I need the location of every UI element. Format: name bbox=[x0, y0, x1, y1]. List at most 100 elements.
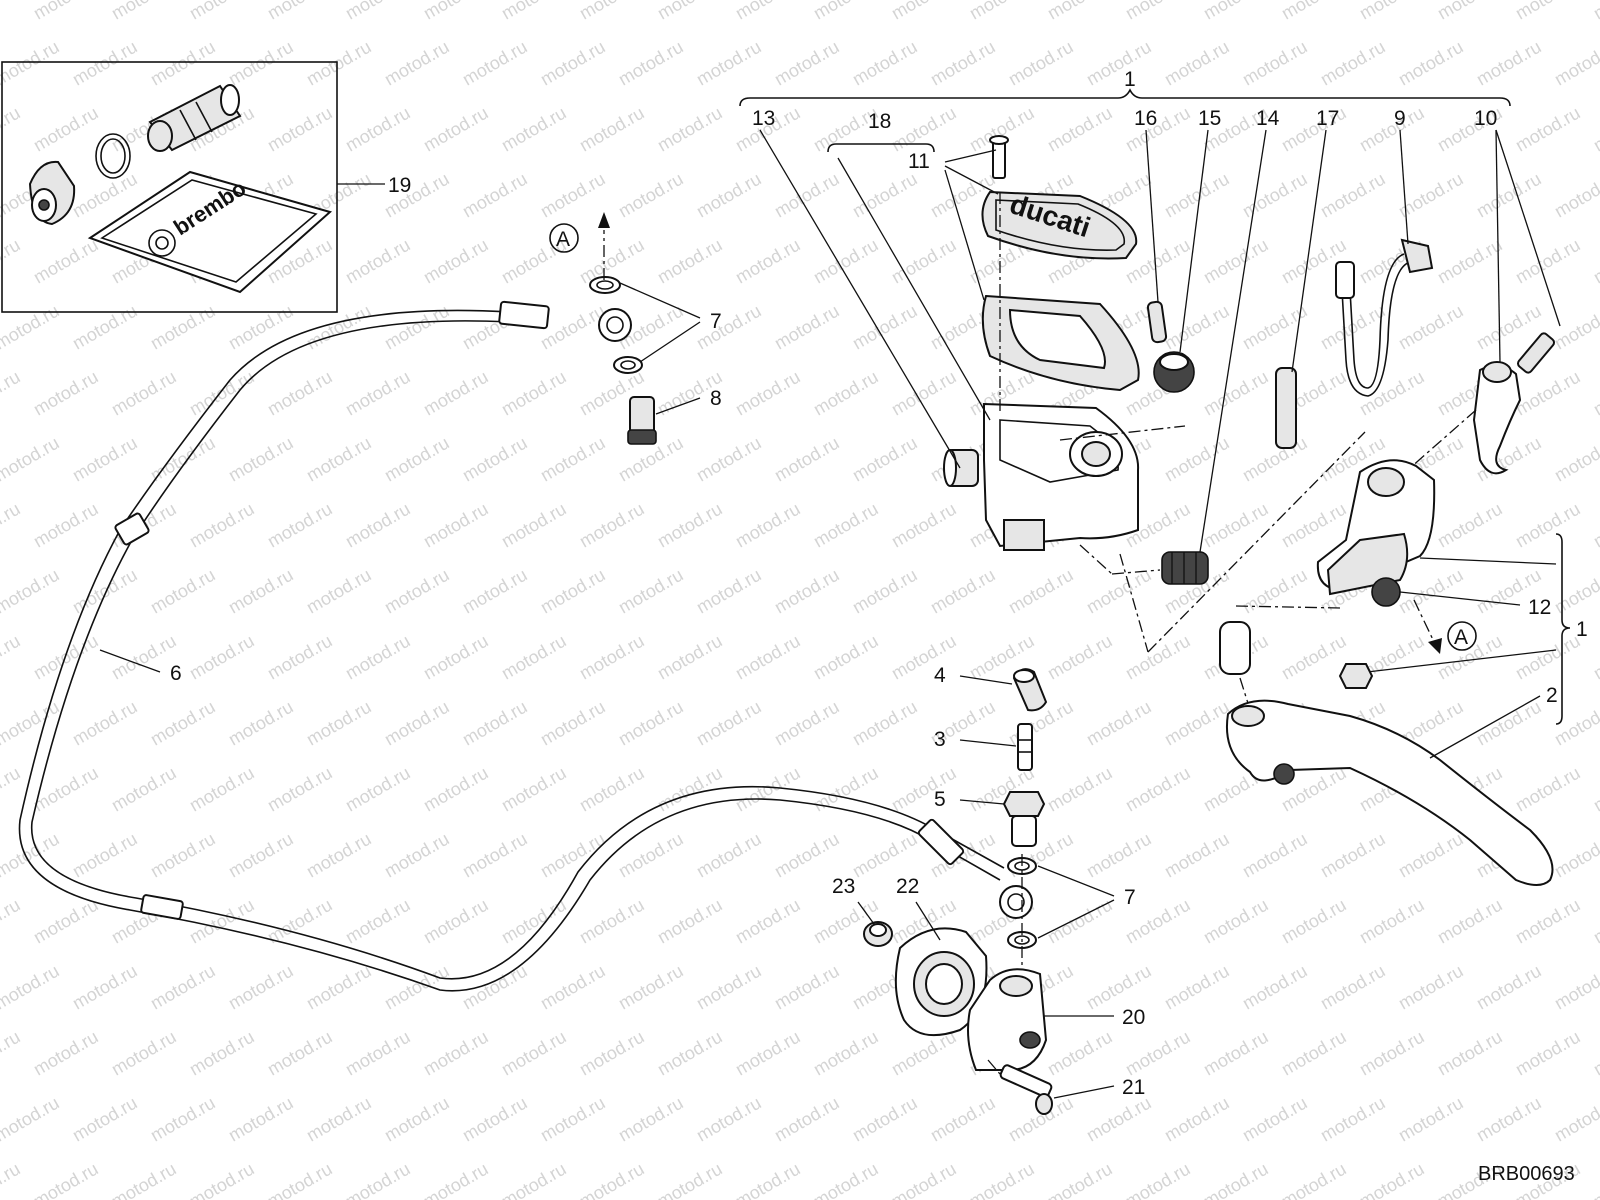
watermark-text: motod.ru bbox=[732, 1027, 804, 1080]
watermark-text: motod.ru bbox=[1200, 235, 1272, 288]
watermark-text: motod.ru bbox=[1356, 895, 1428, 948]
cover-screw-image bbox=[989, 135, 1009, 179]
watermark-text: motod.ru bbox=[147, 37, 219, 90]
watermark-text: motod.ru bbox=[654, 103, 726, 156]
watermark-text: motod.ru bbox=[303, 565, 375, 618]
watermark-text: motod.ru bbox=[264, 895, 336, 948]
watermark-text: motod.ru bbox=[1278, 1159, 1350, 1200]
watermark-text: motod.ru bbox=[69, 565, 141, 618]
watermark-text: motod.ru bbox=[342, 235, 414, 288]
watermark-text: motod.ru bbox=[186, 0, 258, 23]
callout-14: 14 bbox=[1256, 107, 1280, 130]
watermark-text: motod.ru bbox=[1434, 499, 1506, 552]
watermark-text: motod.ru bbox=[0, 565, 63, 618]
watermark-text: motod.ru bbox=[1122, 631, 1194, 684]
watermark-text: motod.ru bbox=[732, 631, 804, 684]
piston-image bbox=[147, 84, 242, 152]
pivot-pin-image bbox=[1275, 367, 1297, 449]
watermark-text: motod.ru bbox=[771, 565, 843, 618]
watermark-text: motod.ru bbox=[1590, 763, 1600, 816]
watermark-text: motod.ru bbox=[693, 829, 765, 882]
union-fitting-image bbox=[1002, 791, 1046, 847]
watermark-text: motod.ru bbox=[732, 895, 804, 948]
watermark-text: motod.ru bbox=[1044, 763, 1116, 816]
watermark-text: motod.ru bbox=[771, 697, 843, 750]
watermark-text: motod.ru bbox=[108, 763, 180, 816]
watermark-text: motod.ru bbox=[303, 433, 375, 486]
watermark-text: motod.ru bbox=[1044, 1027, 1116, 1080]
watermark-text: motod.ru bbox=[615, 565, 687, 618]
clutch-lever-image bbox=[1226, 699, 1554, 886]
watermark-text: motod.ru bbox=[1590, 1027, 1600, 1080]
watermark-text: motod.ru bbox=[186, 1159, 258, 1200]
callout-16: 16 bbox=[1134, 107, 1157, 130]
watermark-text: motod.ru bbox=[1161, 433, 1233, 486]
watermark-text: motod.ru bbox=[576, 0, 648, 23]
pump-body-image bbox=[1316, 459, 1436, 607]
watermark-text: motod.ru bbox=[1512, 367, 1584, 420]
watermark-text: motod.ru bbox=[1278, 1027, 1350, 1080]
watermark-text: motod.ru bbox=[498, 499, 570, 552]
watermark-text: motod.ru bbox=[30, 1027, 102, 1080]
watermark-text: motod.ru bbox=[537, 697, 609, 750]
watermark-text: motod.ru bbox=[537, 169, 609, 222]
watermark-text: motod.ru bbox=[381, 565, 453, 618]
watermark-text: motod.ru bbox=[654, 235, 726, 288]
watermark-text: motod.ru bbox=[576, 1159, 648, 1200]
watermark-text: motod.ru bbox=[264, 367, 336, 420]
watermark-text: motod.ru bbox=[1161, 301, 1233, 354]
watermark-text: motod.ru bbox=[342, 0, 414, 23]
dowel-image bbox=[1146, 300, 1168, 344]
watermark-text: motod.ru bbox=[1512, 0, 1584, 23]
right-upper-group: 17 9 10 bbox=[1275, 107, 1561, 475]
watermark-text: motod.ru bbox=[615, 37, 687, 90]
watermark-text: motod.ru bbox=[1317, 37, 1389, 90]
watermark-text: motod.ru bbox=[810, 235, 882, 288]
piston-cap-image bbox=[28, 160, 76, 226]
watermark-text: motod.ru bbox=[1395, 961, 1467, 1014]
watermark-text: motod.ru bbox=[1395, 829, 1467, 882]
watermark-text: motod.ru bbox=[537, 1093, 609, 1146]
watermark-text: motod.ru bbox=[0, 37, 63, 90]
watermark-text: motod.ru bbox=[888, 103, 960, 156]
watermark-text: motod.ru bbox=[420, 367, 492, 420]
watermark-text: motod.ru bbox=[615, 1093, 687, 1146]
watermark-text: motod.ru bbox=[186, 1027, 258, 1080]
callout-22: 22 bbox=[896, 875, 919, 898]
watermark-text: motod.ru bbox=[1590, 631, 1600, 684]
watermark-text: motod.ru bbox=[810, 1159, 882, 1200]
watermark-text: motod.ru bbox=[1512, 895, 1584, 948]
ref-a-right: A bbox=[1454, 626, 1468, 649]
slave-bolt-image bbox=[999, 1064, 1053, 1115]
watermark-text: motod.ru bbox=[1473, 961, 1545, 1014]
watermark-text: motod.ru bbox=[69, 301, 141, 354]
watermark-text: motod.ru bbox=[69, 829, 141, 882]
bleed-cap-23-image bbox=[863, 921, 893, 947]
watermark-text: motod.ru bbox=[1239, 169, 1311, 222]
watermark-text: motod.ru bbox=[888, 235, 960, 288]
watermark-text: motod.ru bbox=[30, 1159, 102, 1200]
watermark-text: motod.ru bbox=[459, 37, 531, 90]
watermark-text: motod.ru bbox=[1044, 895, 1116, 948]
watermark-text: motod.ru bbox=[1356, 1027, 1428, 1080]
watermark-text: motod.ru bbox=[1122, 763, 1194, 816]
watermark-text: motod.ru bbox=[0, 1159, 24, 1200]
watermark-text: motod.ru bbox=[576, 499, 648, 552]
watermark-text: motod.ru bbox=[498, 0, 570, 23]
watermark-text: motod.ru bbox=[264, 499, 336, 552]
watermark-text: motod.ru bbox=[0, 235, 24, 288]
watermark-text: motod.ru bbox=[888, 367, 960, 420]
lever-spacer-image bbox=[1219, 621, 1251, 675]
callout-11: 11 bbox=[908, 150, 930, 173]
watermark-text: motod.ru bbox=[1083, 829, 1155, 882]
watermark-text: motod.ru bbox=[186, 631, 258, 684]
watermark-text: motod.ru bbox=[1083, 565, 1155, 618]
watermark-text: motod.ru bbox=[0, 961, 63, 1014]
watermark-text: motod.ru bbox=[1317, 1093, 1389, 1146]
callout-2: 2 bbox=[1546, 684, 1558, 707]
watermark-text: motod.ru bbox=[147, 697, 219, 750]
watermark-text: motod.ru bbox=[459, 697, 531, 750]
watermark-text: motod.ru bbox=[1551, 433, 1600, 486]
bleed-screw-image bbox=[1017, 723, 1033, 771]
